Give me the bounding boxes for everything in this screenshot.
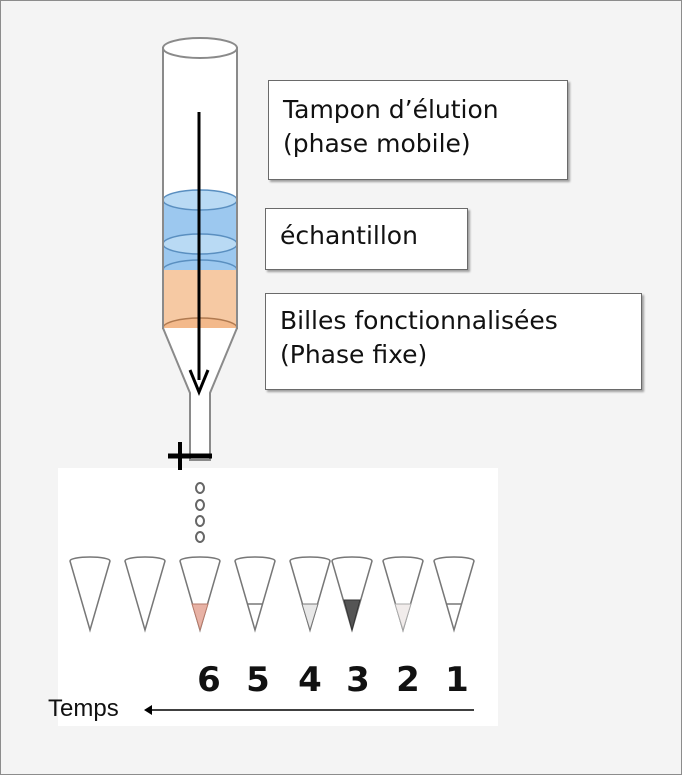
tube-fraction-1	[433, 556, 475, 633]
time-arrow	[144, 705, 474, 715]
tube-fraction-2	[382, 556, 424, 633]
fraction-number: 4	[298, 660, 322, 700]
collection-tubes	[69, 556, 475, 633]
fraction-number: 6	[197, 660, 221, 700]
fraction-number: 2	[396, 660, 420, 700]
tube-fraction-6	[179, 556, 221, 633]
mobile-phase-title: Tampon d’élution	[283, 95, 499, 124]
stationary-phase-subtitle: (Phase fixe)	[280, 340, 428, 369]
stationary-phase-title: Billes fonctionnalisées	[280, 306, 558, 335]
fraction-number: 1	[445, 660, 469, 700]
fraction-number: 3	[346, 660, 370, 700]
tube-fraction-5	[234, 556, 276, 633]
tube-fraction-4	[289, 556, 331, 633]
drops	[195, 482, 205, 543]
sample-label-text: échantillon	[280, 221, 418, 250]
mobile-phase-subtitle: (phase mobile)	[283, 129, 471, 158]
mobile-phase-label: Tampon d’élution (phase mobile)	[268, 80, 568, 180]
tube-1	[69, 556, 111, 633]
chromatography-column	[162, 37, 238, 461]
stopcock	[168, 442, 212, 470]
tube-2	[124, 556, 166, 633]
stationary-phase-label: Billes fonctionnalisées (Phase fixe)	[265, 293, 642, 390]
sample-label: échantillon	[265, 208, 468, 270]
time-axis-label: Temps	[48, 695, 119, 722]
fractions-panel	[58, 468, 498, 726]
tube-fraction-3	[331, 556, 373, 633]
fraction-number: 5	[246, 660, 270, 700]
flow-arrow	[188, 112, 210, 396]
